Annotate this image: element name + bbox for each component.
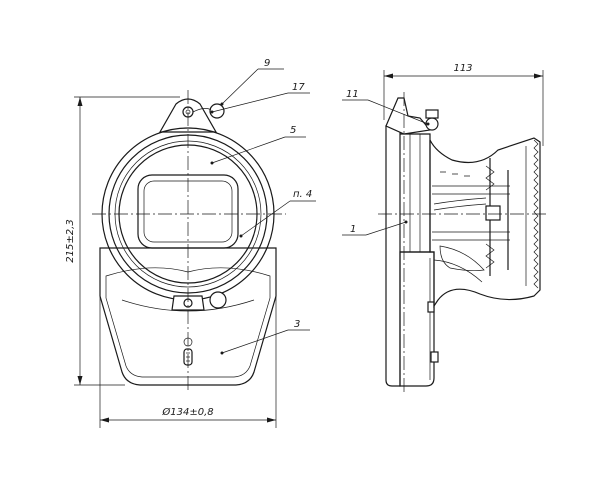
depth-dimension-label: 113 [453, 63, 472, 74]
callout-1: 1 [342, 220, 408, 236]
height-dimension: 215±2,3 [65, 96, 180, 386]
side-cover-ring [400, 133, 431, 253]
diameter-dimension-label: Ø134±0,8 [161, 406, 213, 418]
seal-ball-bottom [209, 291, 227, 309]
back-plate [385, 125, 401, 387]
callout-11-label: 11 [346, 89, 359, 100]
callout-11: 11 [342, 89, 430, 126]
callout-1-label: 1 [350, 224, 356, 235]
callout-5: 5 [210, 125, 306, 165]
callout-p4-label: п. 4 [293, 189, 312, 200]
callout-17: 17 [210, 82, 310, 114]
lower-housing-inner [105, 267, 271, 378]
callout-9-label: 9 [264, 58, 270, 69]
callout-p4: п. 4 [239, 189, 316, 238]
callout-9: 9 [220, 58, 284, 106]
lower-housing [99, 247, 277, 386]
height-dimension-label: 215±2,3 [65, 219, 76, 262]
front-view: 215±2,3 Ø134±0,8 [65, 58, 316, 428]
base-body [399, 251, 435, 387]
callout-5-label: 5 [290, 125, 296, 136]
side-view: 113 [342, 63, 548, 392]
depth-dimension: 113 [383, 63, 544, 146]
callout-3: 3 [220, 319, 310, 355]
callout-3-label: 3 [294, 319, 300, 330]
side-dome [429, 137, 541, 308]
callout-17-label: 17 [292, 82, 305, 93]
